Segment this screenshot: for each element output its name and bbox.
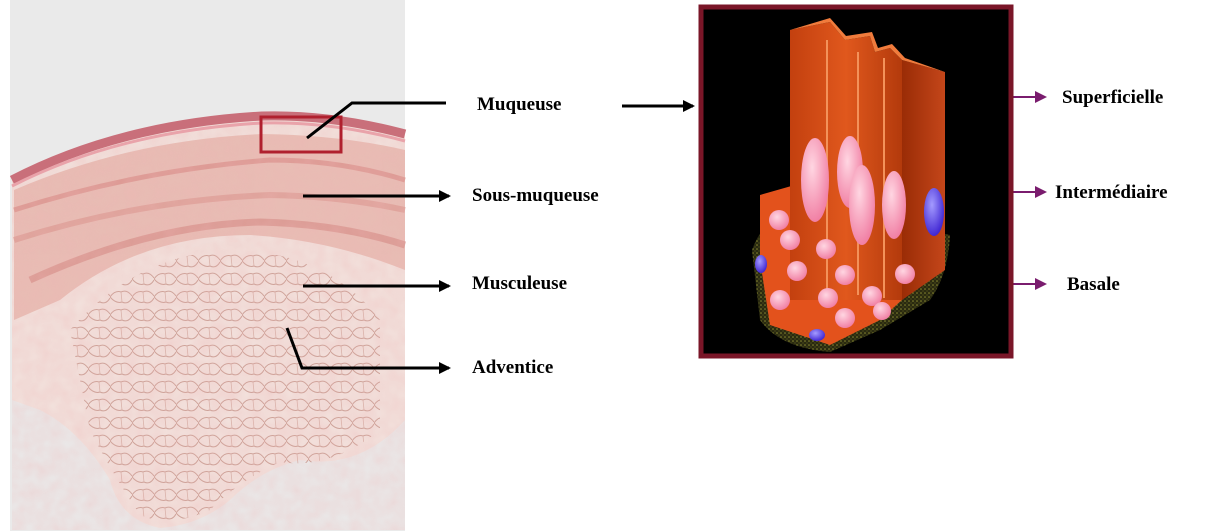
label-musculeuse: Musculeuse	[472, 274, 567, 293]
label-muqueuse: Muqueuse	[477, 95, 561, 114]
basal-nucleus	[787, 261, 807, 281]
superficial-nucleus	[801, 138, 829, 222]
basal-nucleus	[769, 210, 789, 230]
basal-nucleus	[818, 288, 838, 308]
basal-nucleus	[770, 290, 790, 310]
label-sous-muqueuse: Sous-muqueuse	[472, 186, 599, 205]
label-superficielle: Superficielle	[1062, 88, 1163, 107]
superficial-nucleus	[849, 165, 875, 245]
label-intermediaire: Intermédiaire	[1055, 183, 1168, 202]
basal-nucleus	[816, 239, 836, 259]
label-basale: Basale	[1067, 275, 1120, 294]
basal-nucleus	[835, 308, 855, 328]
basal-nucleus	[873, 302, 891, 320]
basal-nucleus	[780, 230, 800, 250]
basal-nucleus	[835, 265, 855, 285]
label-adventice: Adventice	[472, 358, 553, 377]
basal-nucleus-blue	[755, 255, 767, 273]
basal-nucleus-blue	[809, 329, 825, 341]
superficial-column-side	[902, 60, 945, 300]
intermediate-nucleus-blue	[924, 188, 944, 236]
basal-nucleus	[895, 264, 915, 284]
superficial-nucleus	[882, 171, 906, 239]
